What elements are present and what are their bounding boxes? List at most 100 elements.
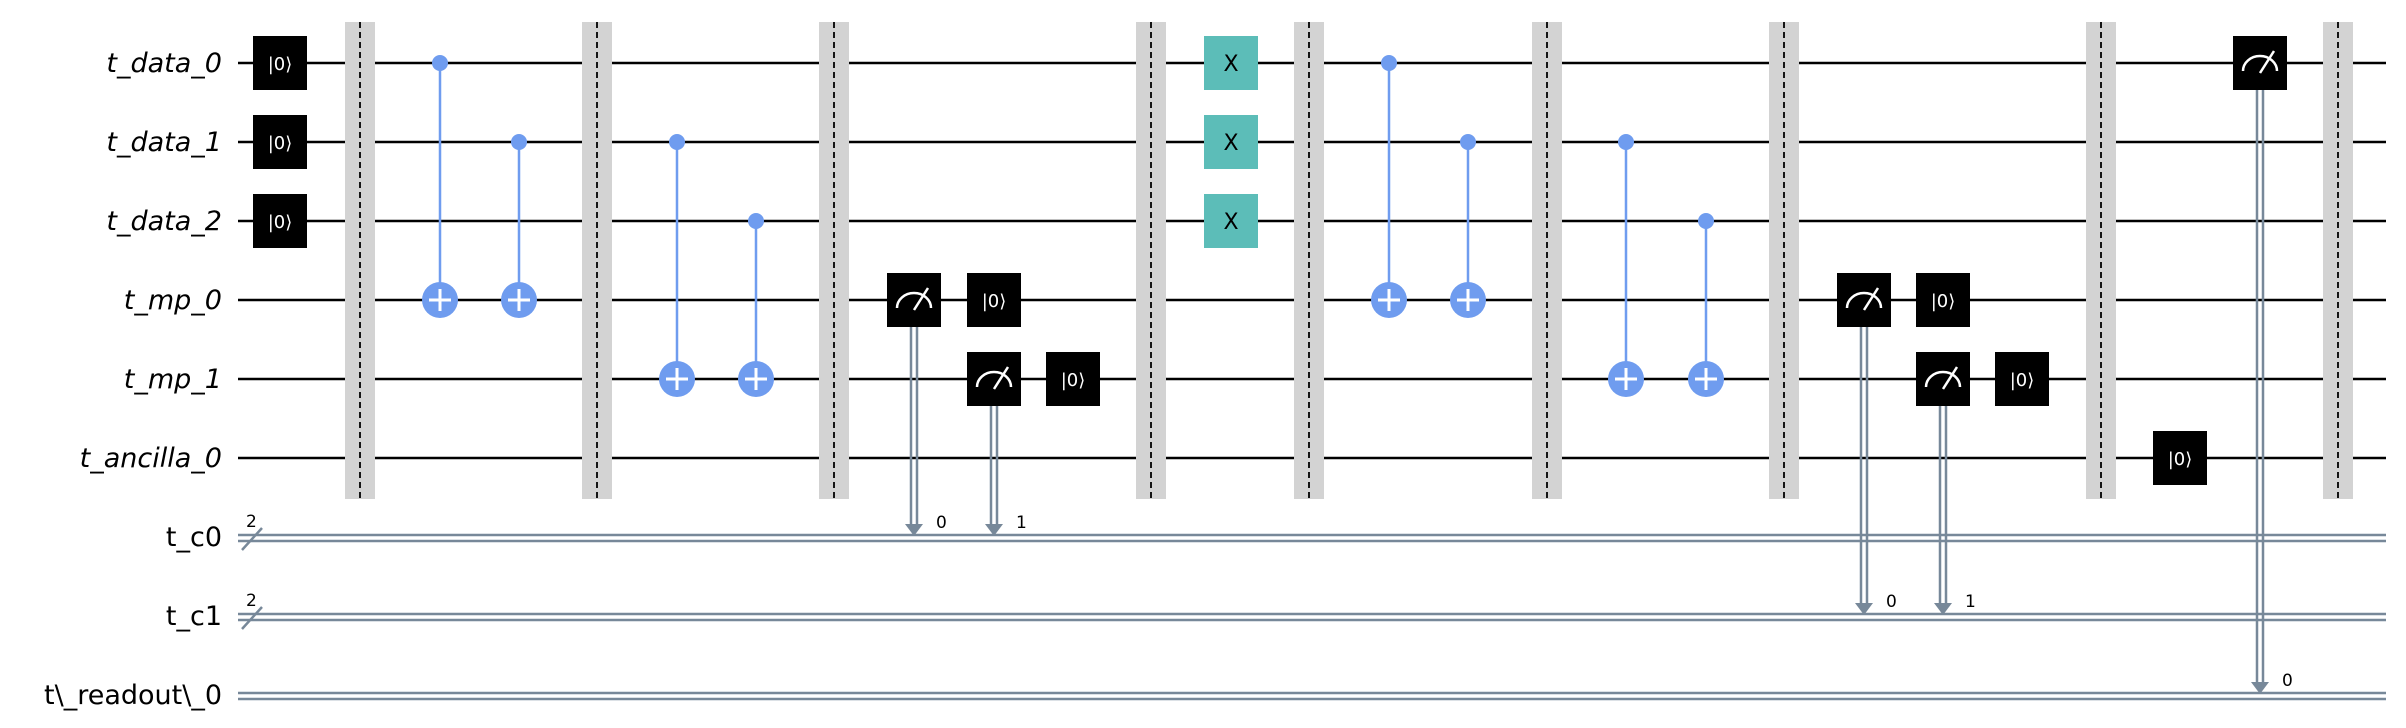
measure-gate-3 (1916, 352, 1970, 406)
cnot-gate-4 (1371, 55, 1407, 318)
register-slash-1 (241, 606, 263, 630)
barrier-6 (1769, 22, 1799, 499)
measure-gate-box (967, 352, 1021, 406)
cnot-control-dot (1460, 134, 1476, 150)
measure-arrow (905, 524, 923, 536)
barrier-2 (819, 22, 849, 499)
register-width-0: 2 (246, 512, 257, 532)
reset-gate-4: |0⟩ (1046, 352, 1100, 406)
wire-label-t-data-2: t_data_2 (106, 206, 222, 237)
reset-gate-box (1046, 352, 1100, 406)
x-gate-0: X (1204, 36, 1258, 90)
classical-wire-2 (238, 691, 2386, 701)
connections: 0 1 0 1 0 (905, 90, 2293, 694)
cnot-control-dot (1618, 134, 1634, 150)
measure-bit-label: 1 (1965, 592, 1976, 612)
wire-label-t-mp-1: t_mp_1 (124, 364, 222, 395)
barrier-band (1294, 22, 1324, 499)
measure-gate-1 (967, 352, 1021, 406)
cnot-gate-6 (1608, 134, 1644, 397)
reset-gate-label: |0⟩ (2168, 449, 2193, 470)
reset-gate-1: |0⟩ (253, 115, 307, 169)
cnot-gate-3 (738, 213, 774, 397)
measure-gate-box (887, 273, 941, 327)
measure-meter-arc (1924, 370, 1962, 388)
barriers (345, 22, 2353, 499)
x-gate-1: X (1204, 115, 1258, 169)
measure-meter-arc (975, 370, 1013, 388)
measure-bit-label: 0 (936, 513, 947, 533)
wire-label-t-data-0: t_data_0 (106, 48, 222, 79)
measure-link-3: 1 (1934, 406, 1976, 615)
reset-gate-box (2153, 431, 2207, 485)
reset-gate-2: |0⟩ (253, 194, 307, 248)
reset-gate-box (253, 115, 307, 169)
classical-wire-0 (238, 533, 2386, 543)
measure-meter-needle (1941, 366, 1959, 390)
measure-gate-box (1837, 273, 1891, 327)
reset-gate-label: |0⟩ (2010, 370, 2035, 391)
measure-meter-arc (895, 291, 933, 309)
cnot-control-dot (511, 134, 527, 150)
x-gate-label: X (1223, 52, 1238, 77)
measure-arrow (985, 524, 1003, 536)
measure-bit-label: 1 (1016, 513, 1027, 533)
barrier-4 (1294, 22, 1324, 499)
wire-label-t-c1: t_c1 (166, 601, 222, 632)
gates: |0⟩ |0⟩ |0⟩ |0⟩ |0⟩ X X X |0⟩ |0⟩ |0⟩ (253, 36, 2287, 485)
measure-link-0: 0 (905, 327, 947, 536)
measure-link-1: 1 (985, 406, 1027, 536)
reset-gate-label: |0⟩ (982, 291, 1007, 312)
measure-arrow (1934, 603, 1952, 615)
cnot-gate-0 (422, 55, 458, 318)
measure-gate-box (2233, 36, 2287, 90)
measure-gate-4 (2233, 36, 2287, 90)
cnot-control-dot (1381, 55, 1397, 71)
x-gate-box (1204, 115, 1258, 169)
cnot-control-dot (432, 55, 448, 71)
barrier-0 (345, 22, 375, 499)
barrier-band (345, 22, 375, 499)
barrier-7 (2086, 22, 2116, 499)
register-width-1: 2 (246, 591, 257, 611)
wire-label-t-mp-0: t_mp_0 (124, 285, 222, 316)
measure-meter-arc (1845, 291, 1883, 309)
cnot-gate-7 (1688, 213, 1724, 397)
barrier-band (1136, 22, 1166, 499)
barrier-3 (1136, 22, 1166, 499)
x-gate-label: X (1223, 210, 1238, 235)
barrier-1 (582, 22, 612, 499)
measure-link-4: 0 (2251, 90, 2293, 694)
reset-gate-label: |0⟩ (1061, 370, 1086, 391)
wire-label-t-c0: t_c0 (166, 522, 222, 553)
reset-gate-box (1916, 273, 1970, 327)
x-gate-label: X (1223, 131, 1238, 156)
measure-link-2: 0 (1855, 327, 1897, 615)
reset-gate-6: |0⟩ (1995, 352, 2049, 406)
measure-meter-arc (2241, 54, 2279, 72)
barrier-band (582, 22, 612, 499)
measure-arrow (2251, 682, 2269, 694)
wire-label-t-ancilla-0: t_ancilla_0 (80, 443, 222, 474)
wire-labels: t_data_0 t_data_1 t_data_2 t_mp_0 t_mp_1… (44, 48, 222, 711)
reset-gate-box (967, 273, 1021, 327)
cnot-gate-1 (501, 134, 537, 318)
reset-gate-box (253, 36, 307, 90)
reset-gate-box (253, 194, 307, 248)
wire-label-t-readout-0: t\_readout\_0 (44, 680, 222, 711)
barrier-band (2086, 22, 2116, 499)
barrier-band (819, 22, 849, 499)
barrier-band (2323, 22, 2353, 499)
measure-meter-needle (992, 366, 1010, 390)
measure-meter-needle (912, 287, 930, 311)
cnot-control-dot (748, 213, 764, 229)
cnot-gate-5 (1450, 134, 1486, 318)
reset-gate-label: |0⟩ (268, 54, 293, 75)
reset-gate-label: |0⟩ (268, 212, 293, 233)
register-slash-0 (241, 527, 263, 551)
x-gate-2: X (1204, 194, 1258, 248)
reset-gate-label: |0⟩ (1931, 291, 1956, 312)
measure-gate-box (1916, 352, 1970, 406)
reset-gate-7: |0⟩ (2153, 431, 2207, 485)
